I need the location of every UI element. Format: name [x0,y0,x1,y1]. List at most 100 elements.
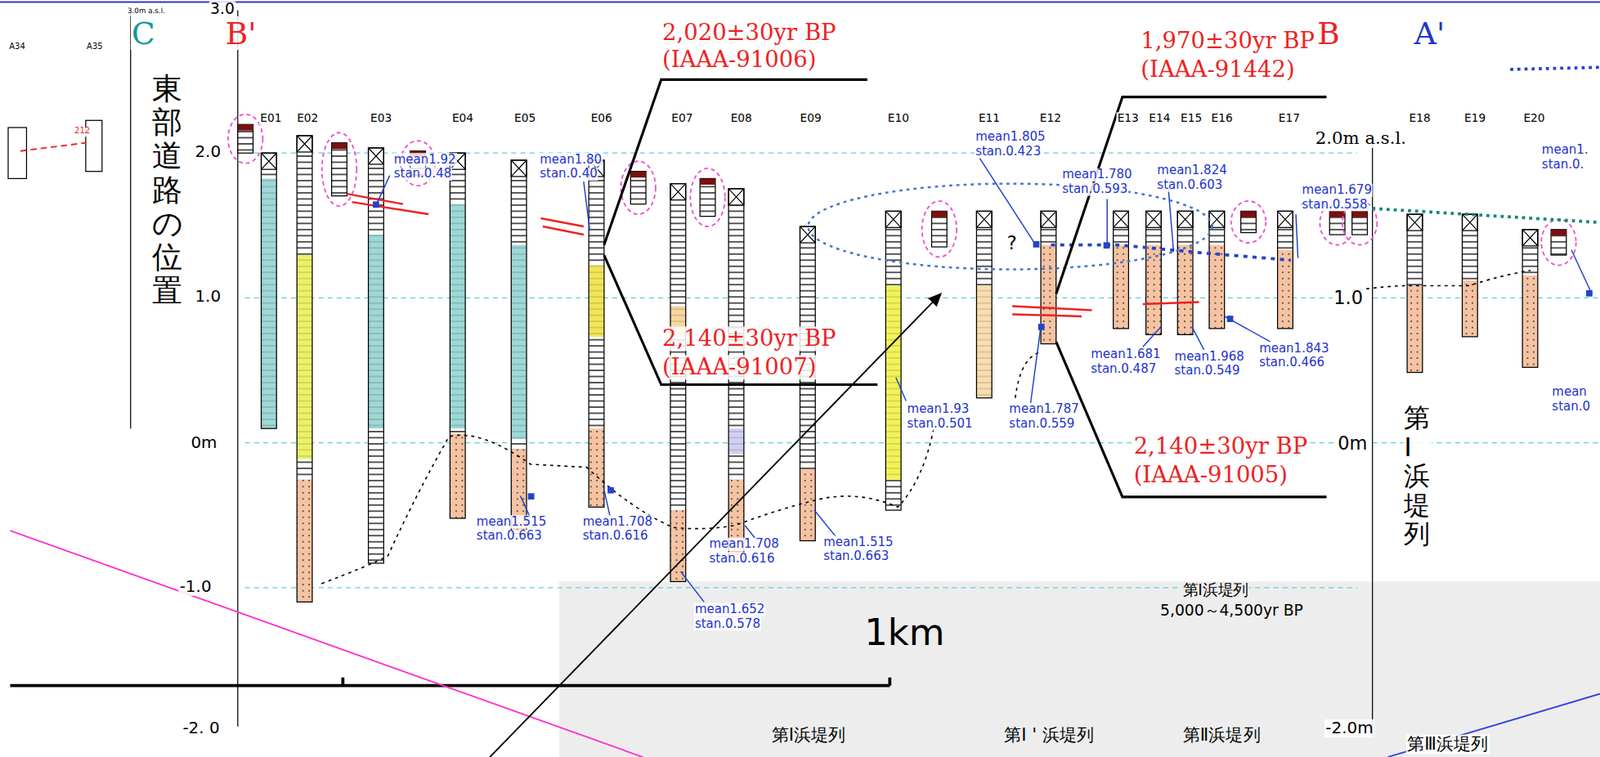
borehole-part [976,210,992,398]
borehole-part [1352,210,1368,217]
section-label: mean1.679 [1300,183,1373,198]
borehole-part [1462,214,1479,337]
section-label: mean1.93 [905,403,970,417]
section-label: E11 [977,112,1002,125]
section-label: 第Ⅰ ' 浜堤列 [1003,725,1096,744]
section-label: E06 [589,112,614,125]
section-label: E14 [1147,112,1172,125]
section-label: stan.0.663 [475,529,543,543]
section-label: stan.0.559 [1008,416,1076,431]
section-label: E02 [295,112,320,125]
section-label: mean1.708 [581,515,654,529]
section-label: stan.0.487 [1089,362,1157,376]
section-label: E16 [1210,112,1234,125]
borehole-part [699,178,716,184]
section-label: 0m [1336,433,1369,454]
section-label: E17 [1277,112,1302,125]
borehole-part [932,210,948,217]
borehole-part [1177,210,1193,228]
borehole-part [1146,210,1162,335]
borehole-part [237,124,254,130]
section-label: 0m [189,433,219,452]
borehole-part [620,161,655,215]
section-label: stan.0.663 [822,550,890,564]
section-label: -1.0 [178,577,212,596]
borehole-part [885,210,901,511]
section-label: E20 [1522,112,1547,125]
section-label: 5,000～4,500yr BP [1159,601,1305,619]
borehole-part [296,135,313,602]
section-label: mean1.652 [694,603,767,617]
section-label: 第Ⅱ浜堤列 [1181,725,1262,744]
section-label: E18 [1407,112,1432,125]
borehole-part [922,201,957,258]
section-label: 2,020±30yr BP [661,20,838,45]
section-label: mean1. [1541,143,1590,157]
borehole-part [670,183,686,201]
borehole-part [510,160,527,177]
section-label: mean1.515 [822,535,895,549]
borehole-part [510,160,527,534]
borehole-part [1177,245,1193,336]
section-label: mean1.708 [708,537,780,552]
section-label: C [130,16,157,50]
section-label: stan.0.603 [1156,178,1224,192]
section-label: 1.0 [193,287,222,306]
borehole-part [1550,229,1567,256]
section-label: 第Ⅰ浜堤列 [1181,581,1250,599]
borehole-part [261,152,278,170]
borehole-part [296,135,313,602]
borehole-part [630,171,646,205]
borehole-part [1177,210,1193,335]
borehole-part [885,210,901,228]
borehole-part [449,152,466,519]
borehole-part [670,183,686,583]
section-label: stan.0 [1550,399,1592,413]
borehole-part [728,188,744,206]
borehole-part [588,265,605,337]
borehole-part [1352,210,1368,235]
section-label: E12 [1039,112,1063,125]
section-label: 212 [73,127,92,137]
section-label: mean1.968 [1173,349,1246,364]
vertical-label: 第Ⅰ浜堤列 [1402,403,1432,549]
borehole-part [228,114,263,164]
borehole-part [1462,214,1479,231]
borehole-part [1329,210,1345,235]
borehole-part [885,210,901,228]
section-label: 第Ⅰ浜堤列 [770,725,848,744]
section-label: E01 [259,112,283,125]
borehole-part [1522,275,1538,368]
borehole-part [976,210,992,398]
section-label: E15 [1179,112,1204,125]
section-label: E19 [1463,112,1488,125]
section-label: mean1.92 [393,152,458,166]
borehole-part [1407,285,1423,372]
borehole-part [588,160,605,507]
borehole-part [1231,201,1266,243]
borehole-part [296,255,313,460]
section-label: mean1.780 [1061,168,1134,182]
borehole-part [237,124,254,153]
borehole-part [1146,210,1162,228]
borehole-part [1113,210,1130,228]
section-label: stan.0.578 [694,617,762,631]
borehole-part [261,152,278,170]
borehole-part [1522,229,1538,368]
section-label: A34 [8,42,27,52]
borehole-part [449,204,466,430]
borehole-part [1146,210,1162,335]
borehole-part [261,152,278,429]
borehole-part [588,160,605,507]
borehole-part [630,171,646,178]
section-label: E13 [1115,112,1140,125]
section-label: (IAAA-91005) [1132,463,1289,489]
borehole-part [1407,214,1423,231]
section-label: A' [1413,16,1447,50]
borehole-part [1277,250,1294,329]
section-label: E10 [887,112,911,125]
borehole-part [510,245,527,440]
section-label: stan.0.616 [708,551,776,565]
borehole-part [588,428,605,507]
section-label: -2. 0 [181,719,221,738]
